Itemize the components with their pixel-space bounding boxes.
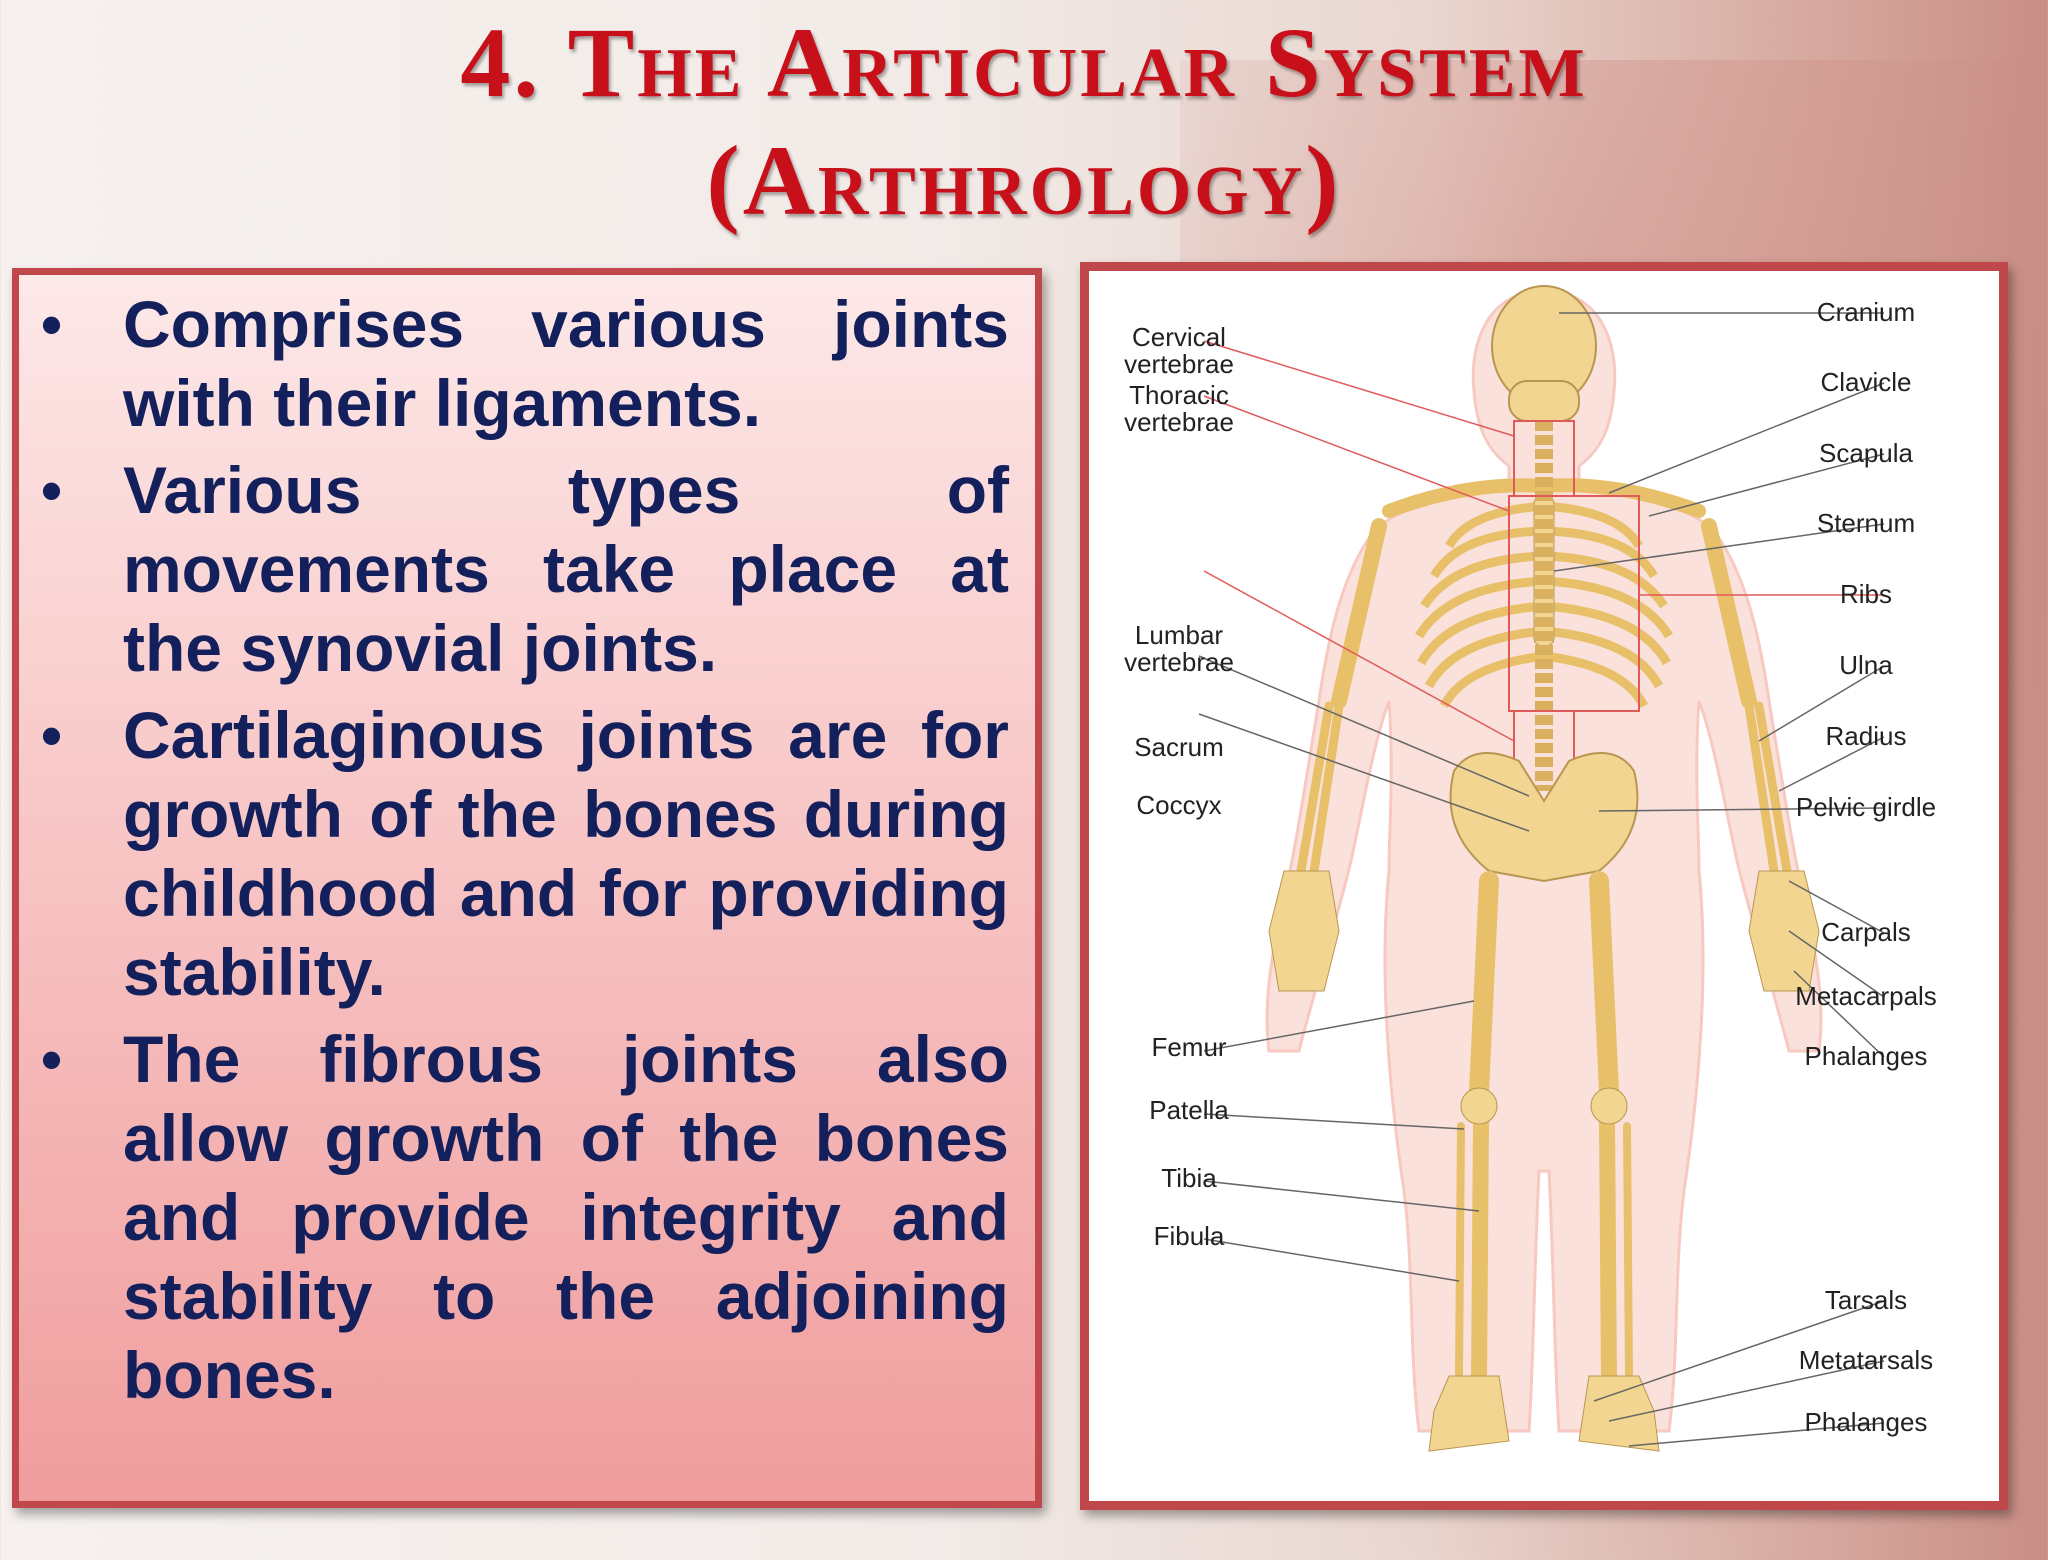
label-phalanges-foot: Phalanges bbox=[1805, 1407, 1928, 1437]
foot-bones bbox=[1428, 1375, 1660, 1452]
left-labels: Cervical vertebrae Thoracic vertebrae Lu… bbox=[1124, 322, 1234, 1251]
skeleton-figure-panel: Cervical vertebrae Thoracic vertebrae Lu… bbox=[1080, 262, 2008, 1510]
label-sacrum: Sacrum bbox=[1134, 732, 1224, 762]
patella-left bbox=[1460, 1087, 1498, 1125]
bullet-text: Comprises various joints with their liga… bbox=[123, 287, 1009, 440]
label-lumbar-line2: vertebrae bbox=[1124, 647, 1234, 677]
label-femur: Femur bbox=[1151, 1032, 1226, 1062]
leader-lines-left bbox=[1198, 340, 1530, 1282]
label-patella: Patella bbox=[1149, 1095, 1229, 1125]
label-scapula: Scapula bbox=[1819, 438, 1913, 468]
skeleton-diagram: Cervical vertebrae Thoracic vertebrae Lu… bbox=[1124, 285, 1937, 1452]
label-sternum: Sternum bbox=[1817, 508, 1915, 538]
bullet-item: • Cartilaginous joints are for growth of … bbox=[19, 696, 1009, 1012]
label-ribs: Ribs bbox=[1840, 579, 1892, 609]
bullet-marker: • bbox=[41, 457, 63, 524]
label-coccyx: Coccyx bbox=[1136, 790, 1221, 820]
pelvis-bone bbox=[1449, 752, 1639, 883]
right-labels: Cranium Clavicle Scapula Sternum Ribs Ul… bbox=[1795, 297, 1937, 1437]
bullet-text: The fibrous joints also allow growth of … bbox=[123, 1022, 1009, 1412]
label-carpals: Carpals bbox=[1821, 917, 1911, 947]
bullet-marker: • bbox=[41, 702, 63, 769]
bullet-item: • Comprises various joints with their lig… bbox=[19, 285, 1009, 443]
title-line-1: 4. The Articular System bbox=[460, 7, 1588, 118]
label-clavicle: Clavicle bbox=[1820, 367, 1911, 397]
leader-lines-right bbox=[1553, 312, 1885, 1447]
label-tarsals: Tarsals bbox=[1825, 1285, 1907, 1315]
label-tibia: Tibia bbox=[1161, 1163, 1217, 1193]
label-phalanges-hand: Phalanges bbox=[1805, 1041, 1928, 1071]
label-cervical-line2: vertebrae bbox=[1124, 349, 1234, 379]
title-line-2: (Arthrology) bbox=[706, 125, 1342, 236]
bullet-list: • Comprises various joints with their lig… bbox=[19, 275, 1035, 1415]
label-fibula: Fibula bbox=[1154, 1221, 1225, 1251]
leg-bones bbox=[1455, 871, 1633, 1389]
arm-bones bbox=[1296, 518, 1792, 876]
bullet-text: Cartilaginous joints are for growth of t… bbox=[123, 698, 1009, 1009]
text-panel: • Comprises various joints with their lig… bbox=[12, 268, 1042, 1508]
hand-bones bbox=[1268, 870, 1820, 992]
label-pelvic-girdle: Pelvic girdle bbox=[1796, 792, 1936, 822]
label-ulna: Ulna bbox=[1839, 650, 1893, 680]
label-thoracic-line2: vertebrae bbox=[1124, 407, 1234, 437]
label-lumbar-line1: Lumbar bbox=[1135, 620, 1223, 650]
bullet-item: • Various types of movements take place a… bbox=[19, 451, 1009, 688]
ribcage bbox=[1415, 501, 1673, 709]
bullet-text: Various types of movements take place at… bbox=[123, 453, 1009, 685]
patella-right bbox=[1590, 1087, 1628, 1125]
label-metatarsals: Metatarsals bbox=[1799, 1345, 1933, 1375]
label-thoracic-line1: Thoracic bbox=[1129, 380, 1229, 410]
jaw bbox=[1508, 380, 1580, 422]
label-metacarpals: Metacarpals bbox=[1795, 981, 1937, 1011]
bullet-marker: • bbox=[41, 291, 63, 358]
bullet-marker: • bbox=[41, 1026, 63, 1093]
label-radius: Radius bbox=[1826, 721, 1907, 751]
label-cranium: Cranium bbox=[1817, 297, 1915, 327]
page-title: 4. The Articular System (Arthrology) bbox=[0, 4, 2048, 240]
label-cervical-line1: Cervical bbox=[1132, 322, 1226, 352]
bullet-item: • The fibrous joints also allow growth of… bbox=[19, 1020, 1009, 1415]
